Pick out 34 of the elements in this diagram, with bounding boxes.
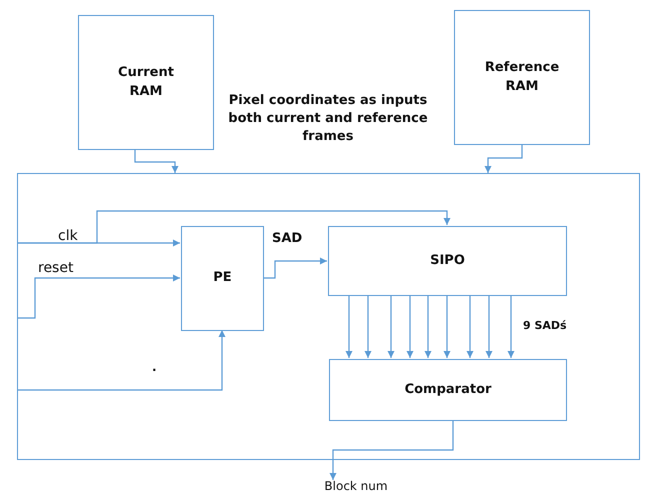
connector-arrow [508, 295, 514, 358]
block-title: PE [213, 269, 232, 288]
connector-arrow [424, 295, 432, 358]
connector-arrow [17, 274, 180, 319]
edge-label: SAD [272, 230, 302, 248]
edge-label: reset [38, 259, 74, 278]
connector-arrow [486, 295, 492, 358]
annotation-text: 9 SADś [523, 318, 567, 334]
module-box [181, 226, 264, 331]
module-box [328, 226, 567, 296]
block-title: SIPO [430, 252, 465, 270]
module-box [329, 359, 567, 421]
connector-arrow [330, 420, 454, 480]
system-block [17, 173, 640, 460]
edge-label: clk [58, 227, 78, 246]
block-title: Current RAM [117, 64, 175, 100]
connector-arrow [444, 295, 450, 358]
connector-arrow [466, 295, 474, 358]
connector-arrow [17, 330, 226, 391]
connector-arrow [406, 295, 414, 358]
module-box [454, 10, 590, 145]
connector-arrow [17, 210, 450, 244]
block-title: Comparator [404, 380, 492, 399]
note-text: Pixel coordinates as inputs both current and reference frames [228, 92, 428, 146]
module-box [78, 15, 214, 150]
connector-arrow [364, 295, 372, 358]
connector-arrow [346, 295, 352, 358]
connector-arrow [263, 258, 327, 279]
connector-arrow [134, 150, 178, 173]
connector-arrow [484, 145, 523, 173]
annotation-text: . [152, 359, 157, 376]
block-title: Block num [324, 478, 388, 493]
connector-arrow [388, 295, 394, 358]
block-title: Reference RAM [484, 58, 560, 96]
